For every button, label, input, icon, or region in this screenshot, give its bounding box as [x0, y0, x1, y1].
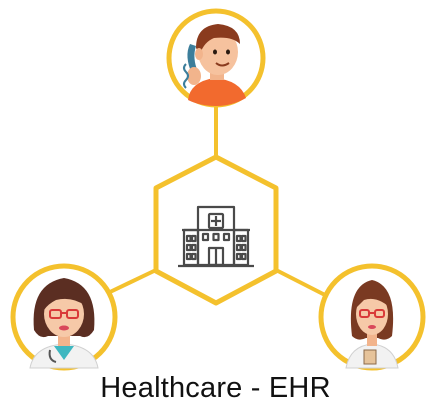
female-doctor-icon — [29, 278, 99, 369]
top-node — [166, 8, 266, 108]
center-node — [153, 154, 279, 306]
hospital-icon — [178, 205, 254, 268]
diagram-caption: Healthcare - EHR — [100, 372, 331, 404]
connector-bottom-left — [109, 268, 157, 294]
bottom-left-node — [10, 263, 118, 371]
bottom-right-node — [318, 263, 426, 371]
female-nurse-icon — [345, 280, 399, 369]
connector-bottom-right — [275, 268, 326, 297]
patient-on-phone-icon — [183, 24, 246, 106]
